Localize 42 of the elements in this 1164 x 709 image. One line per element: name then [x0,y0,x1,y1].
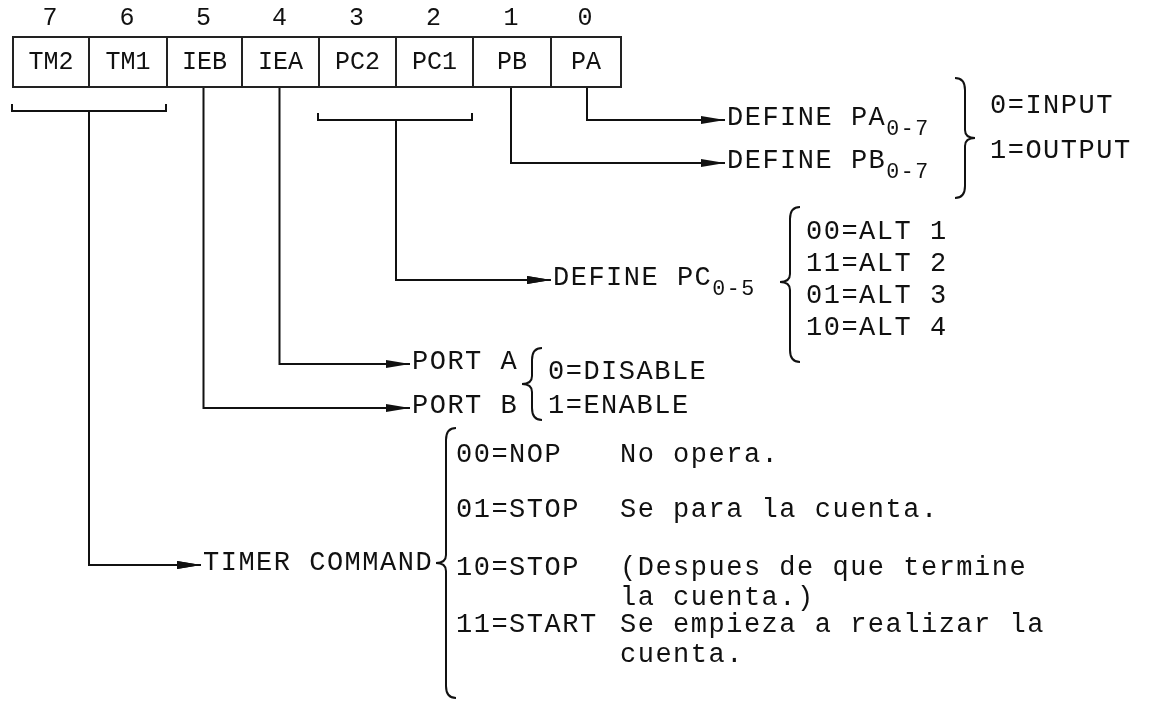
value-label: 0=INPUT [990,91,1114,121]
bit-number: 0 [576,6,594,32]
field-name: DEFINE PB$_{0-7}$ [727,146,930,176]
register-bit-cell: PA [550,36,622,88]
value-label: 11=START [456,610,598,640]
connector-arrow [510,87,726,167]
connector-arrow [278,87,411,368]
value-label: 0=DISABLE [548,357,708,387]
register-bit-cell: TM1 [88,36,168,88]
connector-arrow [202,87,411,412]
value-label: Se para la cuenta. [620,495,939,525]
value-label: 01=STOP [456,495,580,525]
value-label: Se empieza a realizar la cuenta. [620,610,1046,670]
bit-number: 3 [348,6,365,32]
bit-number: 6 [118,6,136,32]
value-label: 11=ALT 2 [806,249,948,279]
field-name: PORT B [412,391,519,421]
field-name: TIMER COMMAND [203,548,434,578]
field-name: DEFINE PC$_{0-5}$ [553,263,756,293]
bit-number: 5 [195,6,212,32]
register-bit-cell: IEB [166,36,243,88]
value-label: 1=OUTPUT [990,136,1132,166]
value-label: 1=ENABLE [548,391,690,421]
value-label: No opera. [620,440,780,470]
bit-number: 4 [271,6,288,32]
connector-arrow [586,87,726,124]
value-label: 01=ALT 3 [806,281,948,311]
register-bit-cell: PC1 [395,36,474,88]
field-name: DEFINE PA$_{0-7}$ [727,103,930,133]
value-label: 10=ALT 4 [806,313,948,343]
field-name: PORT A [412,347,519,377]
register-bit-cell: IEA [241,36,320,88]
value-label: 00=ALT 1 [806,217,948,247]
value-label: 10=STOP [456,553,580,583]
register-bit-cell: PC2 [318,36,397,88]
value-label: 00=NOP [456,440,563,470]
value-label: (Despues de que termine la cuenta.) [620,553,1028,613]
bit-number: 1 [502,6,520,32]
bit-number: 2 [425,6,442,32]
register-bit-cell: PB [472,36,552,88]
bit-number: 7 [41,6,59,32]
register-bit-cell: TM2 [12,36,90,88]
